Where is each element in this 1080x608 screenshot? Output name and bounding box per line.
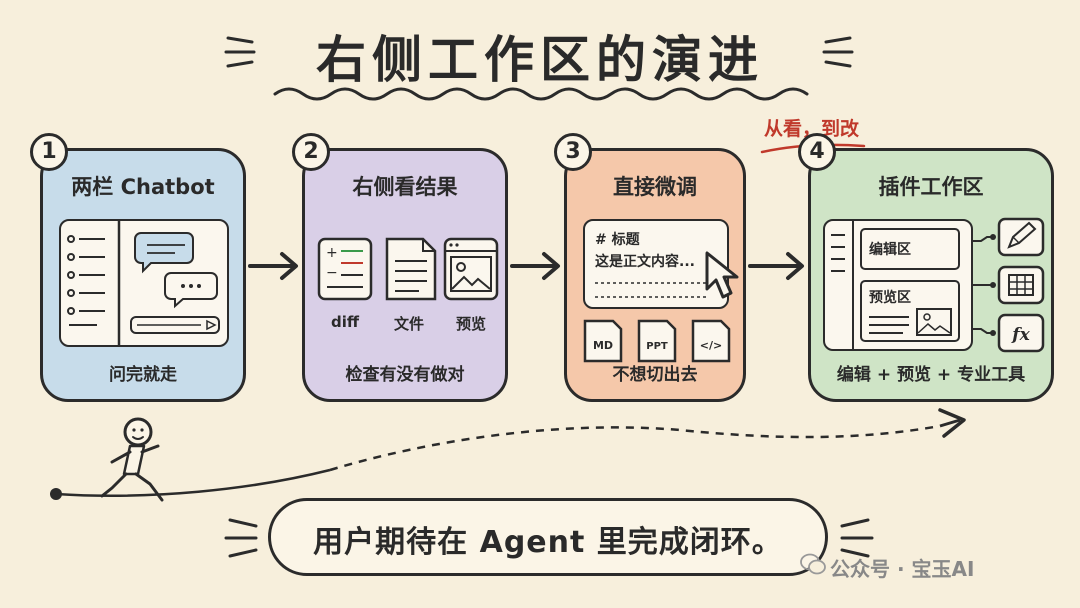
fx-label: fx: [1011, 325, 1030, 345]
arrow-2-to-3: [510, 252, 560, 280]
running-person-icon: [100, 417, 164, 502]
plugin-tools: fx: [973, 217, 1045, 353]
bottom-dashes: [224, 518, 874, 558]
stage-2-caption: 检查有没有做对: [345, 365, 465, 385]
stage-4-title: 插件工作区: [878, 175, 984, 199]
journey-arrowhead: [938, 408, 966, 438]
editor-body: 这是正文内容...: [595, 254, 695, 270]
document-icon: [385, 237, 437, 301]
edit-area-label: 编辑区: [869, 242, 911, 258]
preview-image-icon: [443, 237, 499, 301]
thumb-label-diff: diff: [330, 313, 360, 331]
cursor-icon: [705, 251, 739, 299]
stage-2-badge: 2: [292, 133, 330, 171]
chat-input-box: [130, 316, 220, 334]
bottom-statement: 用户期待在 Agent 里完成闭环。: [313, 525, 783, 560]
svg-text:−: −: [326, 265, 338, 281]
chatbot-window: [59, 219, 229, 347]
annotation-text: 从看，到改: [764, 118, 860, 140]
edit-area-box: [860, 228, 960, 270]
thumb-label-file: 文件: [393, 315, 424, 333]
format-ppt: PPT: [646, 341, 668, 352]
editor-heading: # 标题: [595, 232, 640, 248]
format-md: MD: [593, 339, 613, 352]
stage-4-caption: 编辑 + 预览 + 专业工具: [836, 365, 1026, 385]
preview-area-label: 预览区: [869, 290, 911, 306]
title-dash-left-3: [226, 60, 254, 68]
chat-bubble-icon: [134, 232, 194, 274]
title-decoration: [224, 36, 854, 101]
watermark-text: 公众号 · 宝玉AI: [830, 557, 975, 581]
table-tool-icon: [997, 265, 1045, 305]
inline-editor: # 标题 这是正文内容...: [583, 219, 729, 309]
format-code: </>: [700, 339, 722, 352]
stage-3-caption: 不想切出去: [612, 365, 698, 385]
result-thumbnails: + −: [317, 237, 499, 301]
title-dash-right-1: [824, 36, 852, 44]
stage-3-card: 直接微调 # 标题 这是正文内容... MD PPT </> 不想切出去: [564, 148, 746, 402]
arrow-1-to-2: [248, 252, 298, 280]
bottom-statement-pill: 用户期待在 Agent 里完成闭环。: [268, 498, 828, 576]
stage-1-title: 两栏 Chatbot: [71, 175, 215, 199]
stage-1-card: 两栏 Chatbot: [40, 148, 246, 402]
stage-1-badge: 1: [30, 133, 68, 171]
send-icon: [206, 319, 217, 331]
title-dash-right-3: [824, 60, 852, 68]
journey-path: [50, 408, 966, 500]
typing-bubble-icon: [164, 272, 218, 309]
diff-icon: + −: [317, 237, 373, 301]
markdown-file-icon: MD: [583, 319, 623, 363]
title-wavy-underline: [273, 87, 809, 101]
stage-2-card: 右侧看结果 + − diff 文件 预览: [302, 148, 508, 402]
stage-2-title: 右侧看结果: [352, 175, 458, 199]
thumb-label-preview: 预览: [455, 315, 486, 333]
plugin-workspace: 编辑区 预览区: [823, 219, 973, 351]
wechat-icon: [800, 553, 826, 575]
stage-3-title: 直接微调: [613, 175, 697, 199]
stage-3-badge: 3: [554, 133, 592, 171]
chatbot-window-illustration: [67, 221, 220, 345]
arrow-3-to-4: [748, 252, 804, 280]
workspace-frame: [831, 221, 960, 349]
editor-lines: [595, 282, 709, 298]
pen-tool-icon: [997, 217, 1045, 257]
page-title: 右侧工作区的演进: [316, 31, 764, 89]
stage-1-caption: 问完就走: [109, 365, 177, 385]
stage-4-card: 插件工作区 编辑区 预览区: [808, 148, 1054, 402]
image-thumb-icon: [916, 308, 952, 336]
format-icons: MD PPT </>: [583, 319, 731, 363]
ppt-file-icon: PPT: [637, 319, 677, 363]
title-dash-left-1: [226, 36, 254, 44]
code-file-icon: </>: [691, 319, 731, 363]
stage-4-badge: 4: [798, 133, 836, 171]
formula-tool-icon: fx: [997, 313, 1045, 353]
svg-text:+: +: [326, 245, 338, 261]
